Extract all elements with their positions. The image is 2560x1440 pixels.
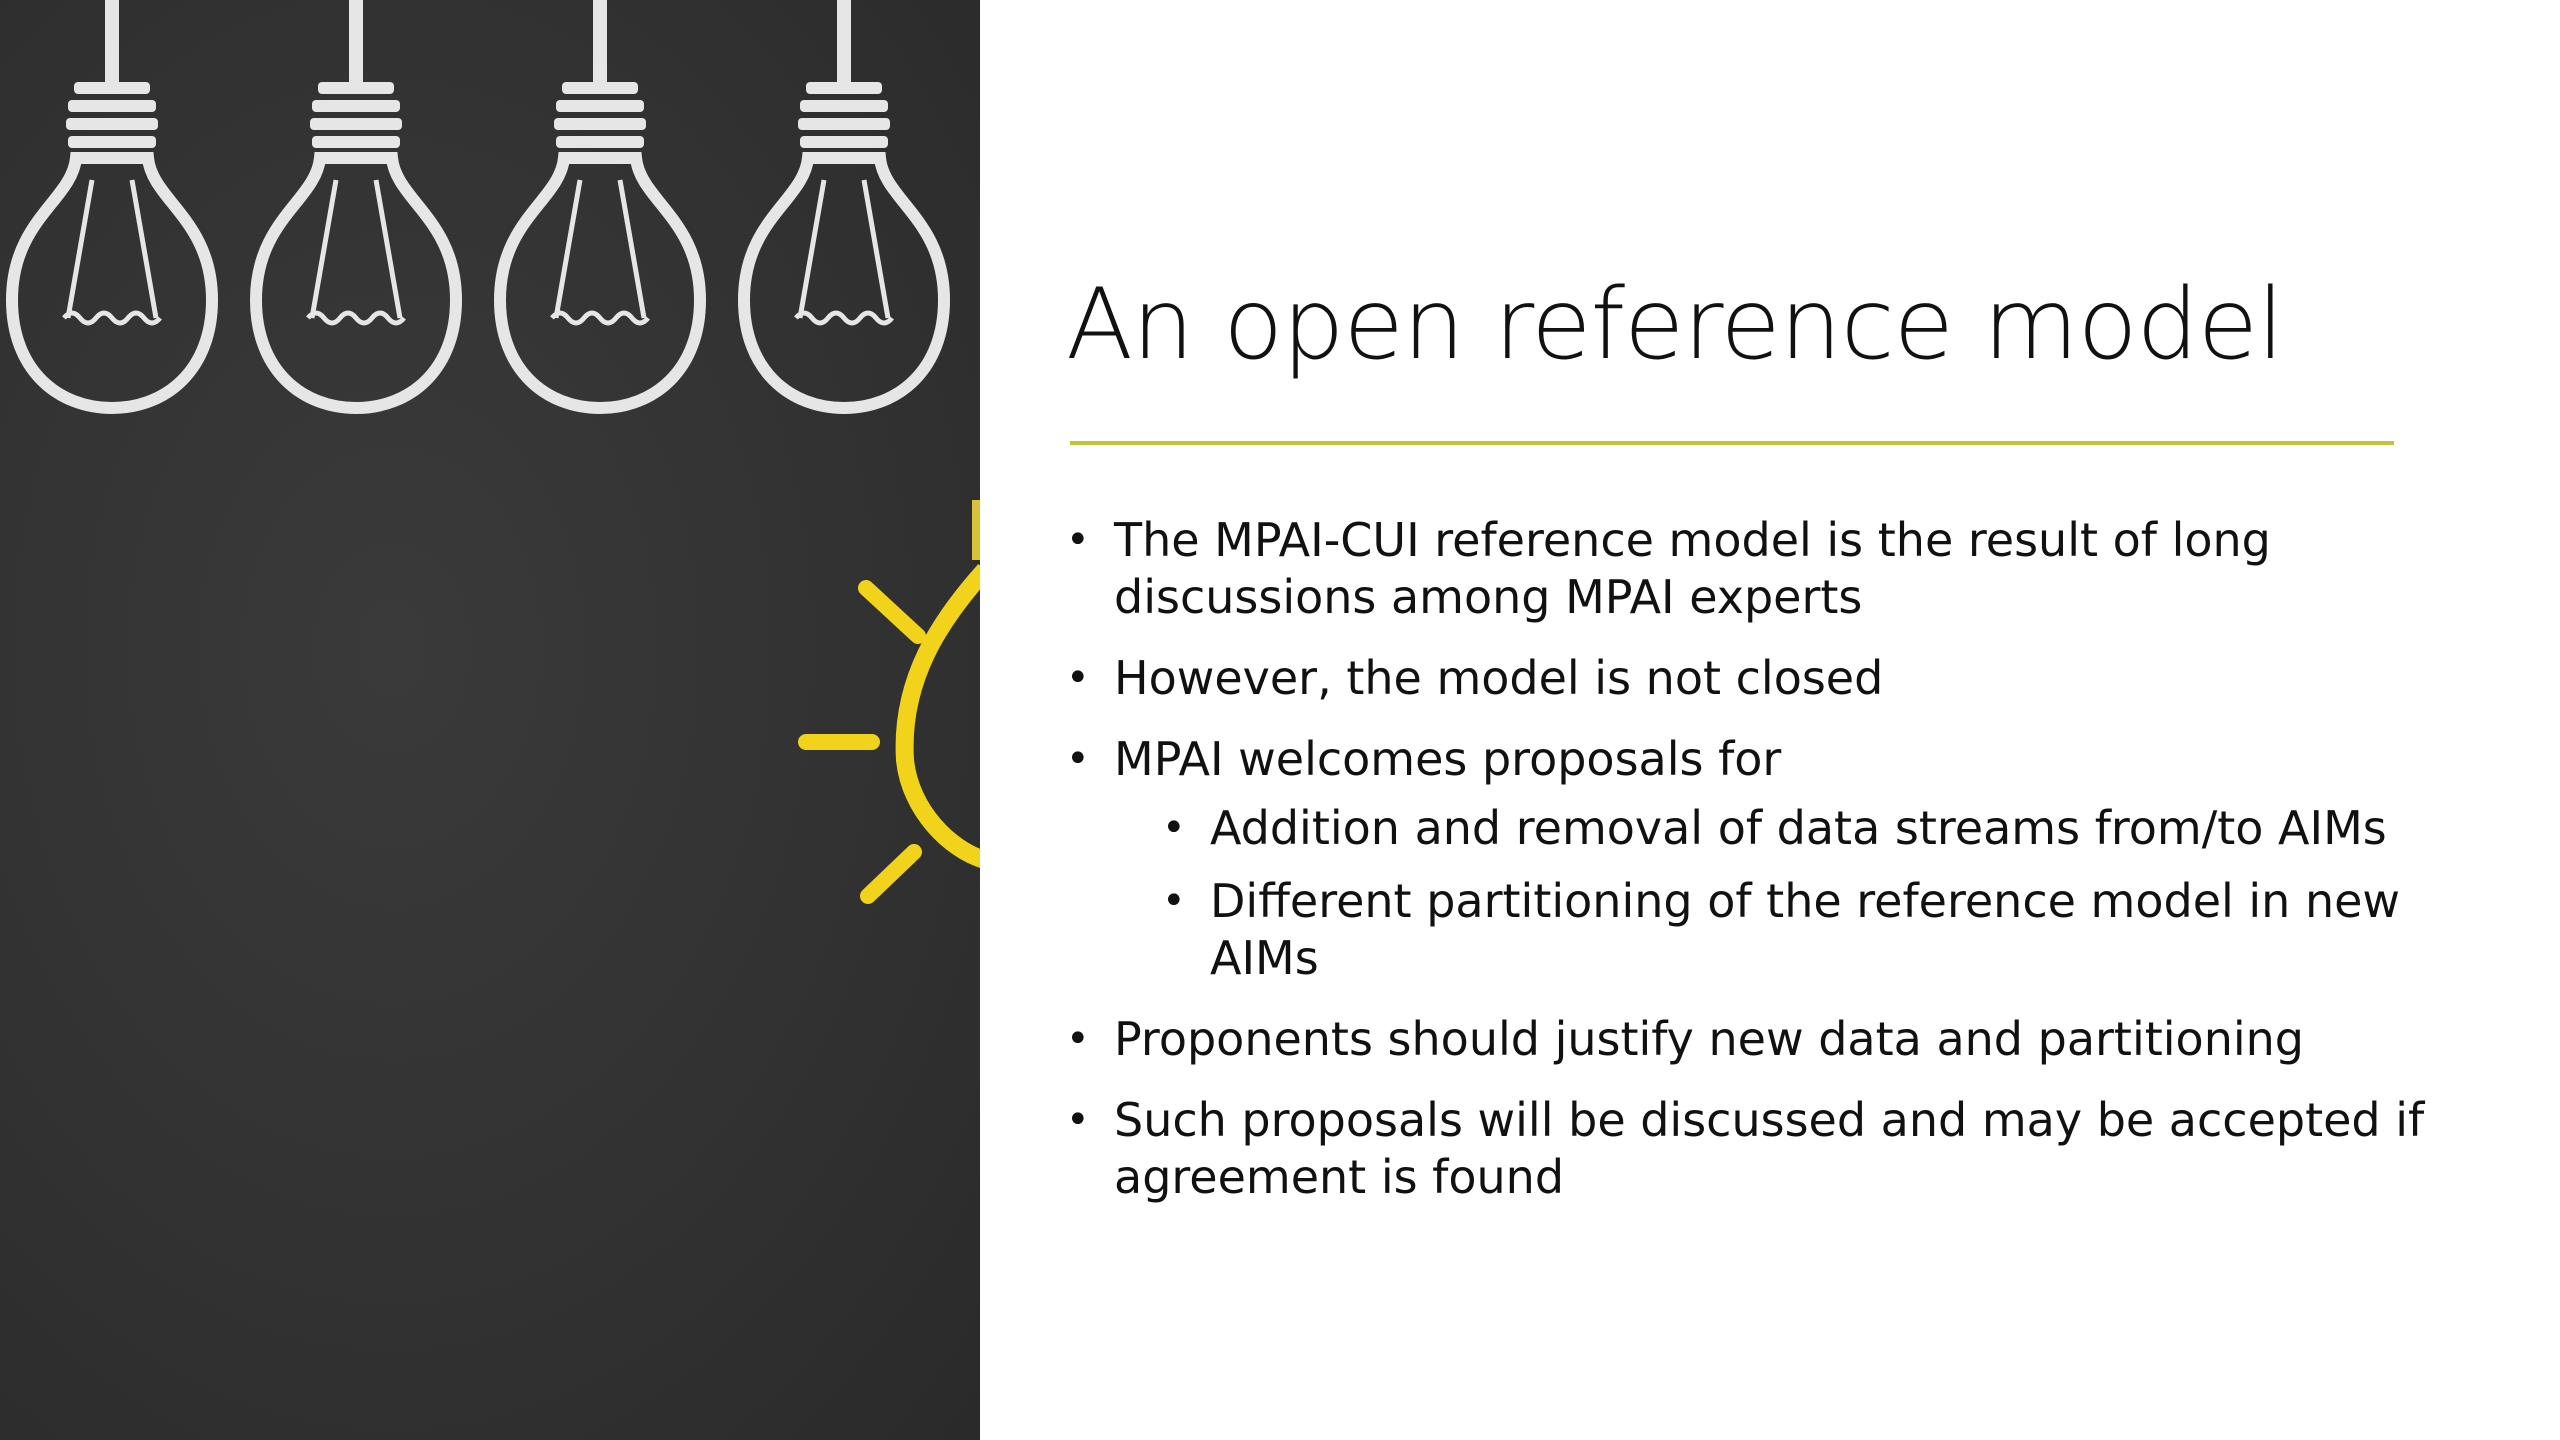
slide-title: An open reference model [1066, 268, 2284, 382]
bullet-item: However, the model is not closed [1066, 650, 2456, 707]
bullet-item: Such proposals will be discussed and may… [1066, 1092, 2456, 1206]
bullet-item: The MPAI-CUI reference model is the resu… [1066, 512, 2456, 626]
bulb-3-icon [500, 0, 700, 408]
sub-bullet-text: Addition and removal of data streams fro… [1210, 801, 2387, 855]
sub-bullet-item: Addition and removal of data streams fro… [1162, 800, 2456, 857]
bullet-text: MPAI welcomes proposals for [1114, 732, 1782, 786]
bullet-text: However, the model is not closed [1114, 651, 1884, 705]
sub-bullet-text: Different partitioning of the reference … [1210, 874, 2401, 985]
sub-bullet-item: Different partitioning of the reference … [1162, 873, 2456, 987]
bullet-list: The MPAI-CUI reference model is the resu… [1066, 512, 2456, 1230]
bullet-text: Such proposals will be discussed and may… [1114, 1093, 2425, 1204]
sub-bullet-list: Addition and removal of data streams fro… [1114, 800, 2456, 987]
bullet-text: The MPAI-CUI reference model is the resu… [1114, 513, 2271, 624]
bulb-1-icon [12, 0, 212, 408]
bullet-item: MPAI welcomes proposals for Addition and… [1066, 731, 2456, 987]
bulb-2-icon [256, 0, 456, 408]
bulb-4-icon [744, 0, 944, 408]
slide-content: An open reference model The MPAI-CUI ref… [1066, 0, 2456, 1440]
bullet-text: Proponents should justify new data and p… [1114, 1012, 2304, 1066]
chalkboard-image [0, 0, 980, 1440]
title-divider [1070, 441, 2394, 445]
lit-bulb-icon [798, 500, 980, 904]
light-bulbs-illustration [0, 0, 980, 904]
bullet-item: Proponents should justify new data and p… [1066, 1011, 2456, 1068]
